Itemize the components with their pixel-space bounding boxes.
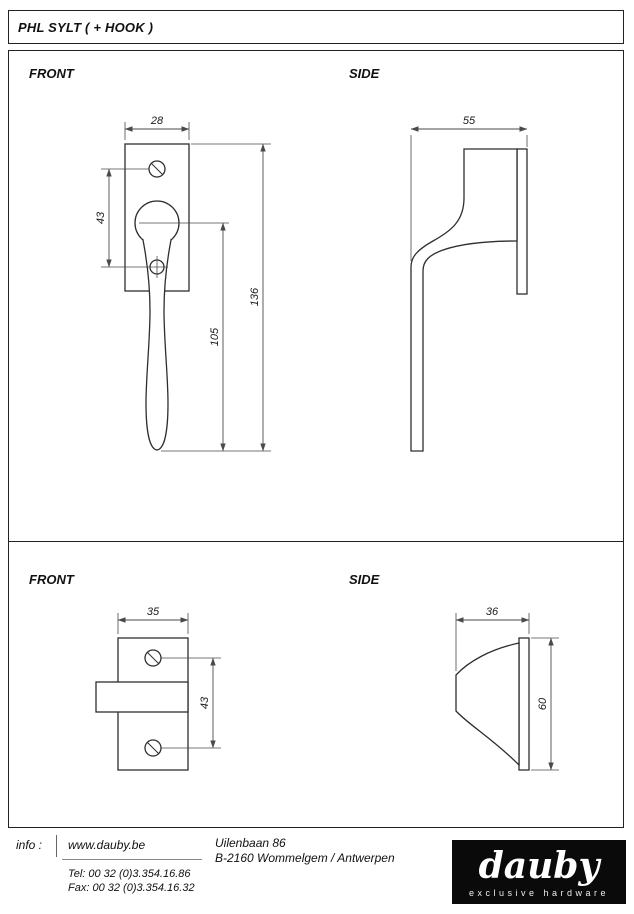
dim-label: 43: [199, 696, 211, 709]
dimension-handle-screws: 43: [95, 168, 168, 268]
fax-text: Fax: 00 32 (0)3.354.16.32: [68, 882, 195, 894]
dimension-handle-width: 28: [124, 115, 190, 140]
screw-slot: [147, 742, 159, 754]
footer-rule: [62, 859, 202, 860]
keeper-front-view: 35 43: [95, 606, 221, 771]
footer: info : www.dauby.be Tel: 00 32 (0)3.354.…: [0, 826, 634, 914]
keeper-drawings: FRONT SIDE 35: [29, 572, 559, 771]
dimension-handle-depth: 55: [410, 115, 528, 261]
keeper-hook-bar: [95, 681, 189, 713]
keeper-side-view: 36 60: [455, 606, 559, 771]
drawing-area: FRONT SIDE 28: [8, 50, 624, 828]
dimension-total-height: 136: [191, 143, 271, 452]
keeper-section: FRONT SIDE 35: [9, 542, 623, 826]
keeper-side-profile: [455, 642, 520, 767]
handle-drawings: FRONT SIDE 28: [29, 66, 528, 452]
keeper-front-label: FRONT: [29, 572, 75, 587]
dim-label: 55: [463, 115, 476, 127]
handle-grip: [142, 239, 172, 451]
dim-label: 28: [150, 115, 164, 127]
handle-side-profile: [410, 148, 518, 452]
website-text: www.dauby.be: [68, 838, 146, 852]
logo-tagline: exclusive hardware: [468, 887, 610, 898]
title-bar: PHL SYLT ( + HOOK ): [8, 10, 624, 44]
handle-side-view: 55: [410, 115, 528, 452]
footer-divider: [56, 835, 57, 857]
handle-side-plate: [516, 148, 528, 295]
dimension-keeper-height: 60: [531, 637, 559, 771]
dim-label: 136: [249, 287, 261, 306]
dimension-keeper-screws: 43: [161, 657, 221, 749]
keeper-side-label: SIDE: [349, 572, 380, 587]
info-label: info :: [16, 838, 43, 852]
logo-wordmark: dauby: [478, 844, 600, 887]
handle-side-label: SIDE: [349, 66, 380, 81]
dimension-keeper-width: 35: [117, 606, 189, 634]
dim-label: 36: [486, 606, 499, 618]
page-title: PHL SYLT ( + HOOK ): [18, 19, 154, 35]
dauby-logo: dauby exclusive hardware: [452, 840, 626, 904]
keeper-side-plate: [518, 637, 530, 771]
screw-slot: [147, 652, 159, 664]
dim-label: 60: [537, 697, 549, 710]
screw-slot: [151, 163, 163, 175]
dim-label: 35: [147, 606, 160, 618]
address-line-1: Uilenbaan 86: [215, 836, 286, 850]
dim-label: 105: [209, 327, 221, 346]
handle-section: FRONT SIDE 28: [9, 51, 623, 542]
handle-front-view: 28 43 105: [95, 115, 271, 452]
dimension-grip-length: 105: [139, 222, 271, 452]
telephone-text: Tel: 00 32 (0)3.354.16.86: [68, 868, 191, 880]
address-line-2: B-2160 Wommelgem / Antwerpen: [215, 851, 395, 865]
dim-label: 43: [95, 211, 107, 224]
dimension-keeper-depth: 36: [455, 606, 530, 671]
handle-front-label: FRONT: [29, 66, 75, 81]
